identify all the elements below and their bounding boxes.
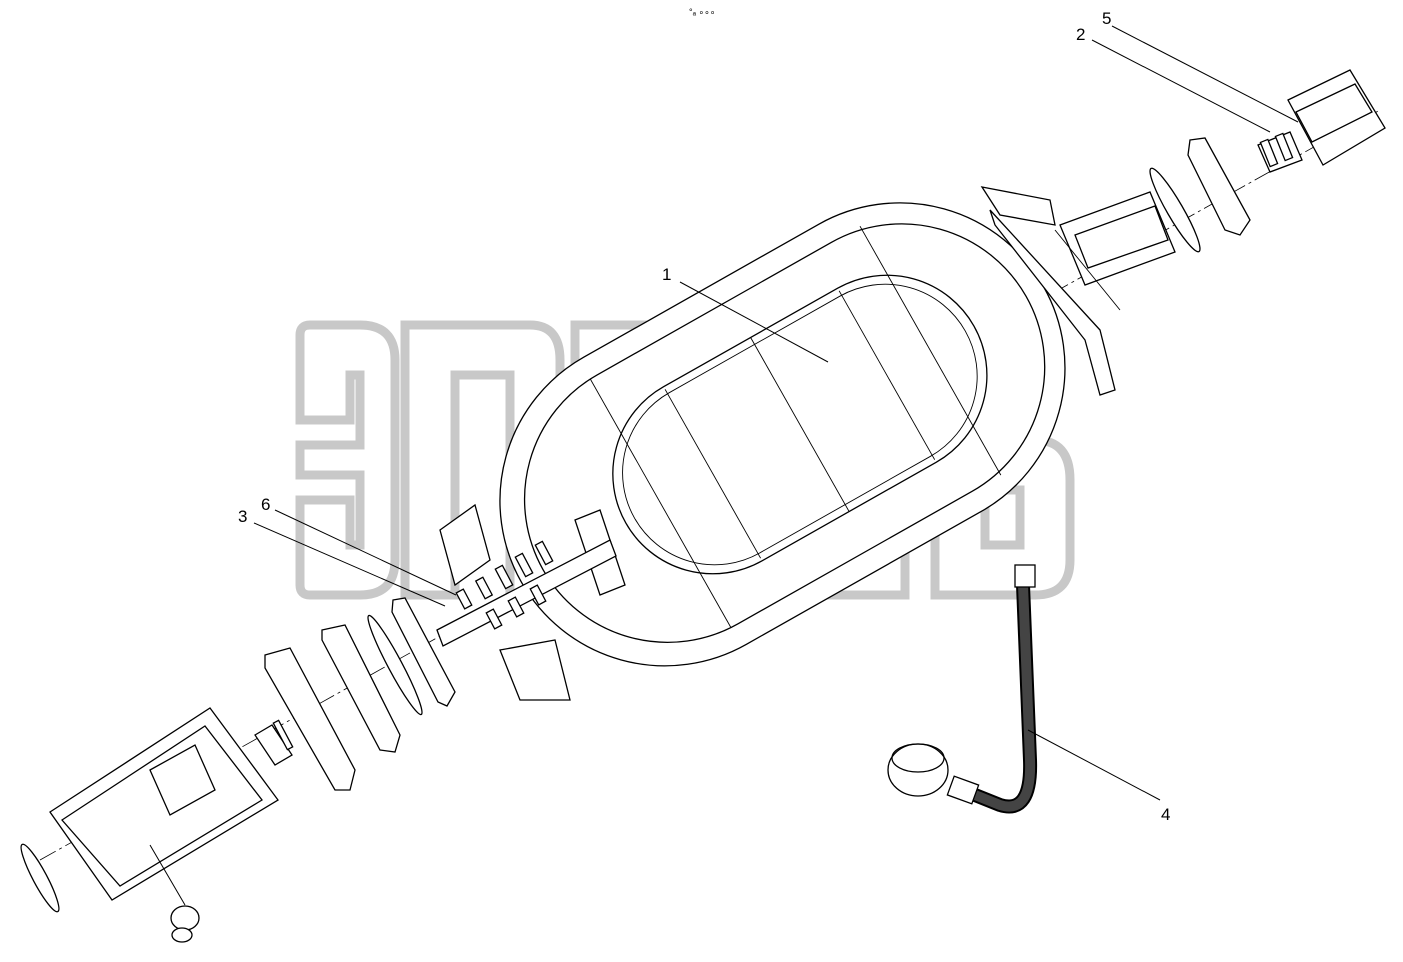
part-5-cap [1287,69,1386,166]
tank-inner-rim [523,223,1046,644]
hub-housing-face [61,725,263,887]
cap-face [1295,83,1373,143]
hose-fill [970,580,1036,812]
leader-3 [253,522,446,607]
cap-body [1287,69,1386,166]
left-disc-plate [391,597,456,707]
tank-segment-line-1 [664,389,761,559]
left-washer [272,719,294,751]
flange-studs [455,540,554,630]
hub-housing-body [49,707,279,901]
right-discs [1149,137,1251,253]
leader-1 [679,281,829,363]
tank-segment-line-2 [750,337,850,512]
leader-4 [1027,729,1161,801]
leader-6 [274,509,457,596]
flange-fin-upper [439,503,491,587]
hose-fitting-bottom [946,775,980,805]
valve-nut-2 [1274,132,1294,162]
left-flange-plate [264,647,356,791]
flange-fin-lower [499,639,571,701]
left-gasket [367,614,423,716]
drain-axis [149,844,186,906]
drain-plug-tip [171,927,193,943]
left-clamp-bar [321,624,401,753]
callout-5: 5 [1102,9,1111,28]
left-flange-assembly [436,503,626,701]
right-flange-top-plate [980,186,1056,226]
valve-nut-1 [1259,138,1279,168]
left-hub-housing [20,707,279,943]
callout-4: 4 [1161,805,1170,824]
hub-housing-slot [149,744,216,816]
flange-shaft [436,539,617,647]
leader-5 [1111,25,1299,123]
header-mark: °ₐ ∘∘∘ [689,7,715,17]
right-flange-hub [1059,191,1176,286]
tank-seam-left [589,378,732,628]
right-disc-gasket [1149,167,1201,253]
right-flange-edge [1054,229,1121,311]
part-4-gauge-hose [887,564,1038,814]
tank-segment-line-3 [838,290,936,460]
left-side-parts [254,597,456,791]
left-nut [254,724,293,766]
callout-3: 3 [238,507,247,526]
watermark-letter-1 [295,320,400,600]
part-2-valve [1257,131,1303,173]
callout-1: 1 [662,265,671,284]
pressure-gauge [887,743,949,797]
pressure-gauge-face [891,743,945,773]
right-clamp-bar [1187,137,1251,236]
tank-seam-right [859,225,1002,476]
callout-labels: 1 2 3 4 5 6 [238,9,1170,824]
callout-2: 2 [1076,25,1085,44]
right-flange-assembly [980,186,1176,396]
leader-2 [1091,39,1271,133]
watermark-letter-2 [400,320,565,600]
leader-lines [253,25,1299,801]
drain-plug [170,905,200,931]
left-end-seal [20,843,60,913]
right-flange-hub-inner [1074,205,1169,269]
right-flange-fin [989,209,1116,396]
callout-6: 6 [261,495,270,514]
hose-fitting-top [1014,564,1036,588]
